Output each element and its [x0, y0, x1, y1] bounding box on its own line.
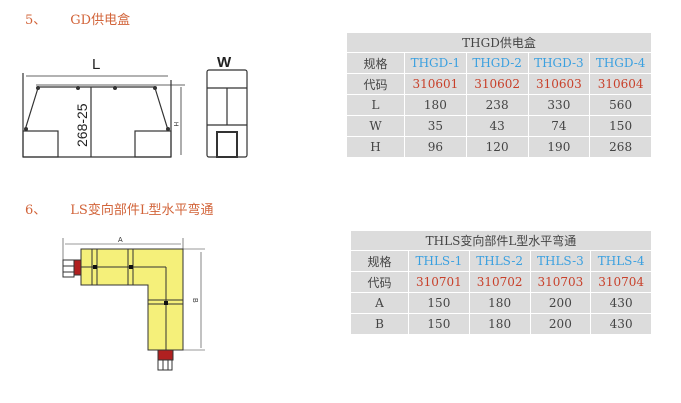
section-number: 6、 — [25, 203, 47, 218]
dim-h-label: H — [172, 122, 178, 126]
cell: 150 — [408, 292, 470, 314]
cell: 238 — [465, 94, 529, 116]
cell: 310703 — [529, 271, 592, 293]
section-5-heading: 5、 GD供电盒 — [25, 9, 130, 28]
row-label: 代码 — [346, 73, 405, 95]
cell: 180 — [468, 313, 531, 335]
row-label: A — [350, 292, 409, 314]
cell: 310602 — [465, 73, 529, 95]
dim-b-label: B — [191, 298, 198, 303]
cell: THGD-4 — [589, 52, 652, 74]
row-label: W — [346, 115, 405, 137]
cell: 150 — [408, 313, 470, 335]
cell: 430 — [590, 313, 652, 335]
cell: THLS-1 — [408, 250, 470, 272]
row-label: 代码 — [350, 271, 409, 293]
cell: 96 — [404, 136, 467, 158]
cell: 150 — [589, 115, 652, 137]
row-label: B — [350, 313, 409, 335]
gd-box-front-diagram — [22, 69, 248, 158]
cell: THGD-3 — [527, 52, 591, 74]
dim-l-label: L — [92, 56, 100, 73]
section-6-heading: 6、 LS变向部件L型水平弯通 — [25, 199, 213, 218]
cell: 310701 — [408, 271, 470, 293]
ls-elbow-diagram — [62, 238, 205, 371]
cell: 74 — [527, 115, 591, 137]
cell: 310704 — [590, 271, 652, 293]
cell: 310603 — [527, 73, 591, 95]
cell: 200 — [529, 313, 592, 335]
cell: 310604 — [589, 73, 652, 95]
row-label: L — [346, 94, 405, 116]
table-title: THLS变向部件L型水平弯通 — [350, 230, 652, 251]
cell: 180 — [468, 292, 531, 314]
cell: 310702 — [468, 271, 531, 293]
row-label: 规格 — [346, 52, 405, 74]
table-title: THGD供电盒 — [346, 32, 652, 53]
section-title: LS变向部件L型水平弯通 — [70, 203, 214, 218]
cell: THLS-3 — [529, 250, 592, 272]
cell: 43 — [465, 115, 529, 137]
row-label: 规格 — [350, 250, 409, 272]
height-note: 268-25 — [74, 103, 90, 147]
row-label: H — [346, 136, 405, 158]
cell: 180 — [404, 94, 467, 116]
section-title: GD供电盒 — [70, 13, 131, 28]
dim-a-label: A — [118, 237, 123, 244]
cell: 120 — [465, 136, 529, 158]
cell: 430 — [590, 292, 652, 314]
cell: 200 — [529, 292, 592, 314]
cell: 310601 — [404, 73, 467, 95]
cell: THLS-4 — [590, 250, 652, 272]
cell: THGD-2 — [465, 52, 529, 74]
cell: 330 — [527, 94, 591, 116]
cell: 560 — [589, 94, 652, 116]
dim-w-label: W — [217, 54, 232, 71]
cell: THLS-2 — [468, 250, 531, 272]
cell: 190 — [527, 136, 591, 158]
section-number: 5、 — [25, 13, 47, 28]
cell: THGD-1 — [404, 52, 467, 74]
cell: 268 — [589, 136, 652, 158]
cell: 35 — [404, 115, 467, 137]
